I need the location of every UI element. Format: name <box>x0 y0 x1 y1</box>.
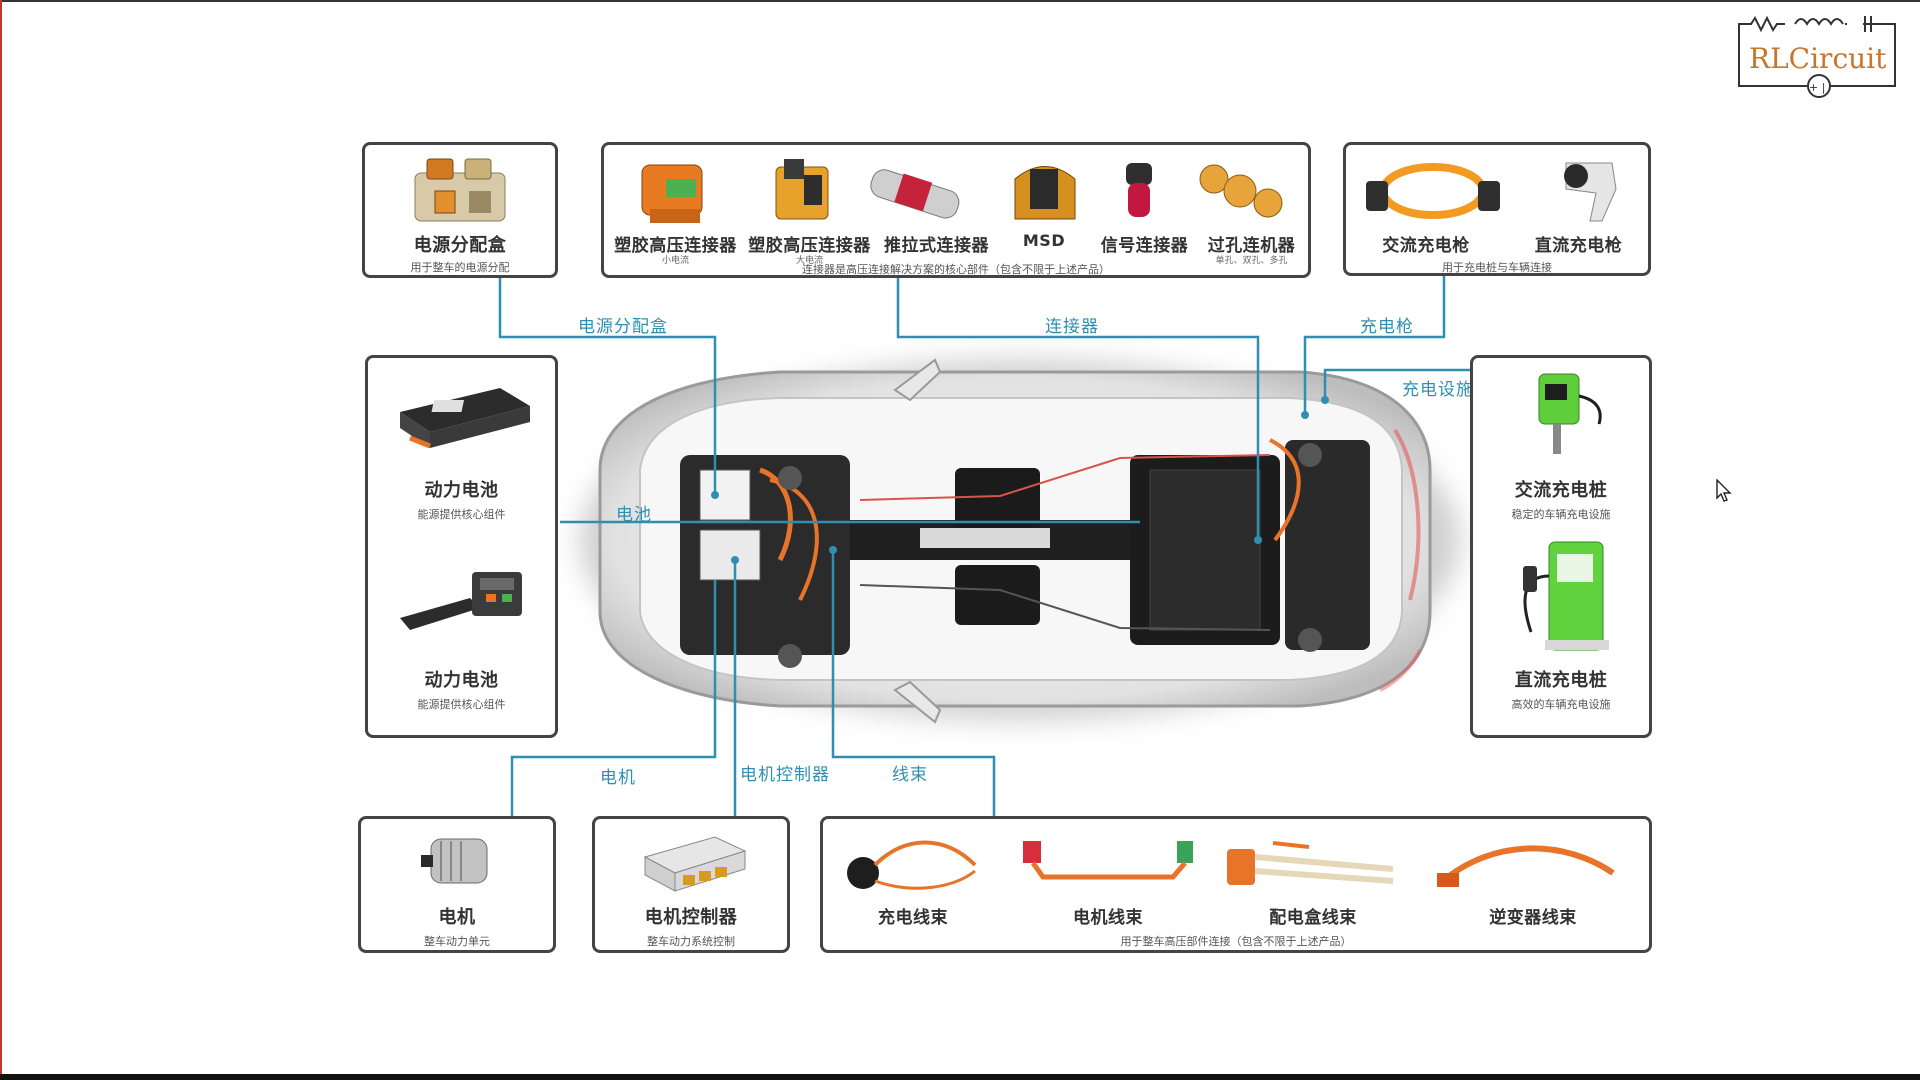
line-pdu <box>498 276 717 495</box>
label-connector-line: 连接器 <box>1045 317 1099 337</box>
circuit-logo-icon: + | <box>1738 15 1896 98</box>
connector-label-5: 信号连接器 <box>1100 236 1189 256</box>
left-border <box>0 0 2 1080</box>
label-harness-line: 线束 <box>892 765 928 785</box>
pdu-icon <box>414 158 506 222</box>
harness-label-2: 电机线束 <box>1073 908 1143 928</box>
pdu-box: 电源分配盒 用于整车的电源分配 <box>362 142 558 278</box>
controller-subtitle: 整车动力系统控制 <box>647 935 735 948</box>
pdu-harness-icon <box>1227 841 1394 885</box>
dc-charging-pile-icon <box>1523 541 1609 651</box>
harness-box: 充电线束 电机线束 配电盒线束 逆变器线束 用于整车高压部件连接（包含不限于上述… <box>820 816 1652 953</box>
dc-gun-label: 直流充电枪 <box>1534 236 1623 256</box>
mouse-cursor-icon <box>1716 479 1732 502</box>
connection-lines <box>498 276 1470 818</box>
svg-text:+ |: + | <box>1809 81 1825 94</box>
connector-label-6: 过孔连机器 <box>1207 236 1296 256</box>
dc-pile-sub: 高效的车辆充电设施 <box>1511 698 1611 711</box>
battery-pack-icon <box>400 388 530 449</box>
inverter-harness-icon <box>1437 845 1615 887</box>
label-battery-line: 电池 <box>616 505 652 525</box>
ac-gun-label: 交流充电枪 <box>1382 236 1470 256</box>
charging-gun-subtitle: 用于充电桩与车辆连接 <box>1442 261 1552 274</box>
rear-drive-unit <box>1285 440 1370 650</box>
connector-label-2: 塑胶高压连接器 <box>748 236 871 256</box>
motor-subtitle: 整车动力单元 <box>424 935 490 948</box>
charging-station-box: 交流充电桩 稳定的车辆充电设施 直流充电桩 高效的车辆充电设施 <box>1470 355 1652 738</box>
battery-label-1: 动力电池 <box>424 480 499 501</box>
bottom-border <box>0 1074 1920 1080</box>
line-harness <box>831 550 996 818</box>
pdu-subtitle: 用于整车的电源分配 <box>410 261 510 274</box>
orange-connector-icon <box>641 164 703 223</box>
line-motor <box>510 580 717 818</box>
motor-harness-icon <box>1023 841 1193 880</box>
push-pull-connector-icon <box>870 169 960 219</box>
connector-label-3: 推拉式连接器 <box>884 236 989 256</box>
battery-label-2: 动力电池 <box>424 670 499 691</box>
logo-text: RLCircuit <box>1749 42 1887 75</box>
label-gun-line: 充电枪 <box>1360 317 1414 337</box>
motor-icon <box>421 838 488 884</box>
controller-title: 电机控制器 <box>644 907 738 928</box>
connectors-subtitle: 连接器是高压连接解决方案的核心部件（包含不限于上述产品） <box>802 263 1110 276</box>
battery-module-icon <box>400 572 522 630</box>
connector-label-1: 塑胶高压连接器 <box>614 236 737 256</box>
connector-label-4: MSD <box>1022 231 1066 250</box>
connector-note-1: 小电流 <box>661 256 689 266</box>
battery-box: 动力电池 能源提供核心组件 动力电池 能源提供核心组件 <box>365 355 558 738</box>
connector-note-6: 单孔、双孔、多孔 <box>1215 256 1288 266</box>
charging-harness-icon <box>847 840 977 890</box>
motor-box: 电机 整车动力单元 <box>358 816 556 953</box>
harness-label-4: 逆变器线束 <box>1489 908 1577 928</box>
label-facility-line: 充电设施 <box>1402 380 1474 400</box>
yellow-connector-icon <box>775 159 829 220</box>
label-pdu-line: 电源分配盒 <box>578 317 668 337</box>
ac-pile-label: 交流充电桩 <box>1514 480 1608 501</box>
signal-connector-icon <box>1126 163 1152 217</box>
dc-pile-label: 直流充电桩 <box>1514 670 1608 691</box>
connectors-box: 塑胶高压连接器 小电流 塑胶高压连接器 大电流 推拉式连接器 MSD 信号连接器… <box>601 142 1311 278</box>
motor-title: 电机 <box>438 907 476 928</box>
harness-subtitle: 用于整车高压部件连接（包含不限于上述产品） <box>1120 935 1352 948</box>
charging-gun-box: 交流充电枪 直流充电枪 用于充电桩与车辆连接 <box>1343 142 1651 276</box>
through-hole-connector-icon <box>1199 164 1283 218</box>
ac-charging-gun-icon <box>1366 163 1500 219</box>
msd-icon <box>1014 166 1076 220</box>
battery-sub-1: 能源提供核心组件 <box>417 508 506 521</box>
car-chassis <box>598 358 1432 724</box>
motor-controller-icon <box>643 836 747 892</box>
rlcircuit-logo: + | RLCircuit <box>1737 14 1899 98</box>
connector-note-2: 大电流 <box>795 256 823 266</box>
line-facility <box>1323 368 1470 400</box>
pdu-title: 电源分配盒 <box>413 235 507 256</box>
line-gun <box>1303 276 1446 415</box>
harness-label-3: 配电盒线束 <box>1269 908 1357 928</box>
harness-label-1: 充电线束 <box>878 908 948 928</box>
ac-charging-pile-icon <box>1538 373 1602 454</box>
label-motor-line: 电机 <box>600 768 636 788</box>
top-border <box>0 0 1920 2</box>
dc-charging-gun-icon <box>1564 162 1617 222</box>
ac-pile-sub: 稳定的车辆充电设施 <box>1511 508 1611 521</box>
line-connector <box>896 276 1260 540</box>
motor-controller-box: 电机控制器 整车动力系统控制 <box>592 816 790 953</box>
battery-sub-2: 能源提供核心组件 <box>417 698 506 711</box>
label-controller-line: 电机控制器 <box>740 765 830 785</box>
